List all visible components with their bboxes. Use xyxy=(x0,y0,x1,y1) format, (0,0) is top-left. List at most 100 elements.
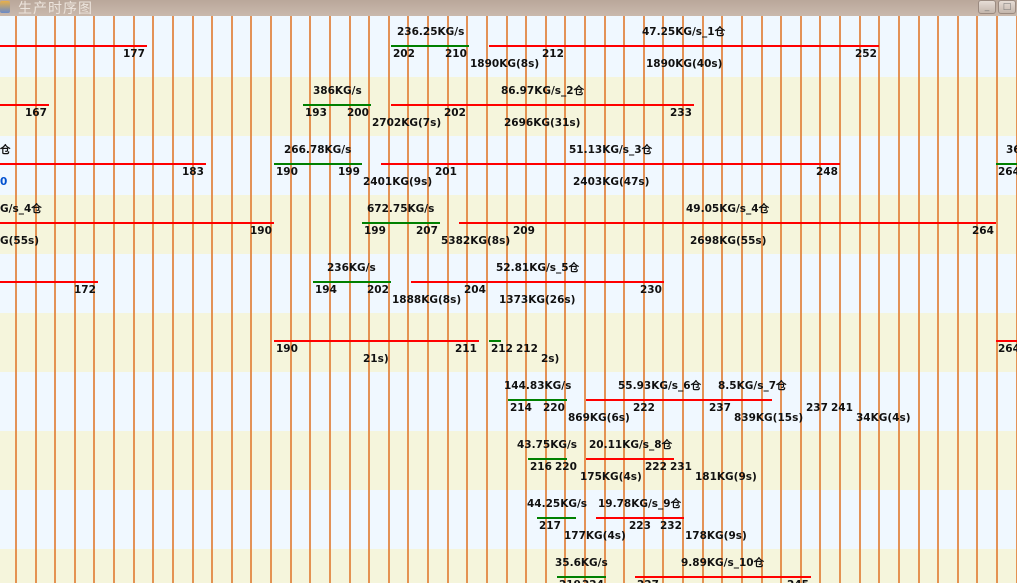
grid-line xyxy=(839,16,842,583)
grid-line xyxy=(348,16,351,583)
discharge-bar[interactable] xyxy=(732,399,772,401)
rate-label: 55.93KG/s_6仓 xyxy=(618,380,702,392)
start-label: 204 xyxy=(464,284,486,296)
start-label: 217 xyxy=(539,520,561,532)
grid-line xyxy=(603,16,606,583)
discharge-bar[interactable] xyxy=(0,45,147,47)
end-label: 167 xyxy=(25,107,47,119)
fill-bar[interactable] xyxy=(391,45,470,47)
grid-line xyxy=(1015,16,1017,583)
grid-line xyxy=(682,16,685,583)
discharge-bar[interactable] xyxy=(459,222,997,224)
grid-line xyxy=(760,16,763,583)
start-label: 199 xyxy=(364,225,386,237)
amount-label: 2401KG(9s) xyxy=(363,176,433,188)
amount-label: 181KG(9s) xyxy=(695,471,757,483)
fill-bar[interactable] xyxy=(303,104,372,106)
timeline-row xyxy=(0,372,1017,431)
grid-line xyxy=(956,16,959,583)
discharge-bar[interactable] xyxy=(586,458,675,460)
timeline-row xyxy=(0,136,1017,195)
rate-label: 9.89KG/s_10仓 xyxy=(681,557,765,569)
minimize-button[interactable]: _ xyxy=(978,0,996,14)
rate-label: 35.6KG/s xyxy=(555,557,608,569)
fill-bar[interactable] xyxy=(996,163,1017,165)
fill-bar[interactable] xyxy=(537,517,577,519)
discharge-bar[interactable] xyxy=(488,45,879,47)
partial-rate-label: 仓 xyxy=(0,144,11,156)
amount-label: 2698KG(55s) xyxy=(690,235,767,247)
rate-label: 20.11KG/s_8仓 xyxy=(589,439,673,451)
end-label: 245 xyxy=(787,579,809,583)
amount-label: 2s) xyxy=(541,353,560,365)
start-label: 223 xyxy=(629,520,651,532)
partial-rate-label: G/s_4仓 xyxy=(0,203,42,215)
discharge-bar[interactable] xyxy=(410,281,665,283)
fill-bar[interactable] xyxy=(508,399,567,401)
grid-line xyxy=(485,16,488,583)
rate-label: 144.83KG/s xyxy=(504,380,572,392)
end-label: 252 xyxy=(855,48,877,60)
discharge-bar[interactable] xyxy=(391,104,694,106)
end-label: 237 xyxy=(709,402,731,414)
discharge-bar[interactable] xyxy=(273,340,479,342)
grid-line xyxy=(309,16,312,583)
fill-bar[interactable] xyxy=(312,281,391,283)
grid-line xyxy=(427,16,430,583)
start-label: 219 xyxy=(559,579,581,583)
rate-label: 672.75KG/s xyxy=(367,203,435,215)
grid-line xyxy=(113,16,116,583)
amount-label: 2403KG(47s) xyxy=(573,176,650,188)
fill-bar[interactable] xyxy=(527,458,567,460)
end-label: 202 xyxy=(367,284,389,296)
grid-line xyxy=(407,16,410,583)
discharge-bar[interactable] xyxy=(381,163,840,165)
rate-label: 49.05KG/s_4仓 xyxy=(686,203,770,215)
maximize-button[interactable]: □ xyxy=(998,0,1016,14)
grid-line xyxy=(701,16,704,583)
end-label: 190 xyxy=(250,225,272,237)
timeline-row xyxy=(0,549,1017,583)
amount-label: 5382KG(8s) xyxy=(441,235,511,247)
fill-bar[interactable] xyxy=(361,222,440,224)
rate-label: 86.97KG/s_2仓 xyxy=(501,85,585,97)
start-label: 264 xyxy=(998,343,1017,355)
end-label: 231 xyxy=(670,461,692,473)
amount-label: 177KG(4s) xyxy=(564,530,626,542)
start-label: 209 xyxy=(513,225,535,237)
grid-line xyxy=(250,16,253,583)
discharge-bar[interactable] xyxy=(635,576,811,578)
end-label: 264 xyxy=(972,225,994,237)
rate-label: 44.25KG/s xyxy=(527,498,588,510)
rate-label: 36 xyxy=(1006,144,1017,156)
fill-bar[interactable] xyxy=(488,340,501,342)
discharge-bar[interactable] xyxy=(586,399,733,401)
grid-line xyxy=(230,16,233,583)
rate-label: 19.78KG/s_9仓 xyxy=(598,498,682,510)
end-label: 177 xyxy=(123,48,145,60)
amount-label: 869KG(6s) xyxy=(568,412,630,424)
end-label: 207 xyxy=(416,225,438,237)
fill-bar[interactable] xyxy=(273,163,362,165)
end-label: 172 xyxy=(74,284,96,296)
fill-bar[interactable] xyxy=(556,576,606,578)
discharge-bar[interactable] xyxy=(0,104,50,106)
discharge-bar[interactable] xyxy=(996,340,1017,342)
grid-line xyxy=(799,16,802,583)
discharge-bar[interactable] xyxy=(0,222,274,224)
amount-label: 2696KG(31s) xyxy=(504,117,581,129)
end-label: 183 xyxy=(182,166,204,178)
grid-line xyxy=(780,16,783,583)
discharge-bar[interactable] xyxy=(0,163,206,165)
discharge-bar[interactable] xyxy=(595,517,684,519)
end-label: 211 xyxy=(455,343,477,355)
grid-line xyxy=(328,16,331,583)
discharge-bar[interactable] xyxy=(0,281,99,283)
amount-label: 1888KG(8s) xyxy=(392,294,462,306)
end-label: 248 xyxy=(816,166,838,178)
start-label: 212 xyxy=(491,343,513,355)
amount-label: 178KG(9s) xyxy=(685,530,747,542)
grid-line xyxy=(996,16,998,583)
end-label: 220 xyxy=(555,461,577,473)
